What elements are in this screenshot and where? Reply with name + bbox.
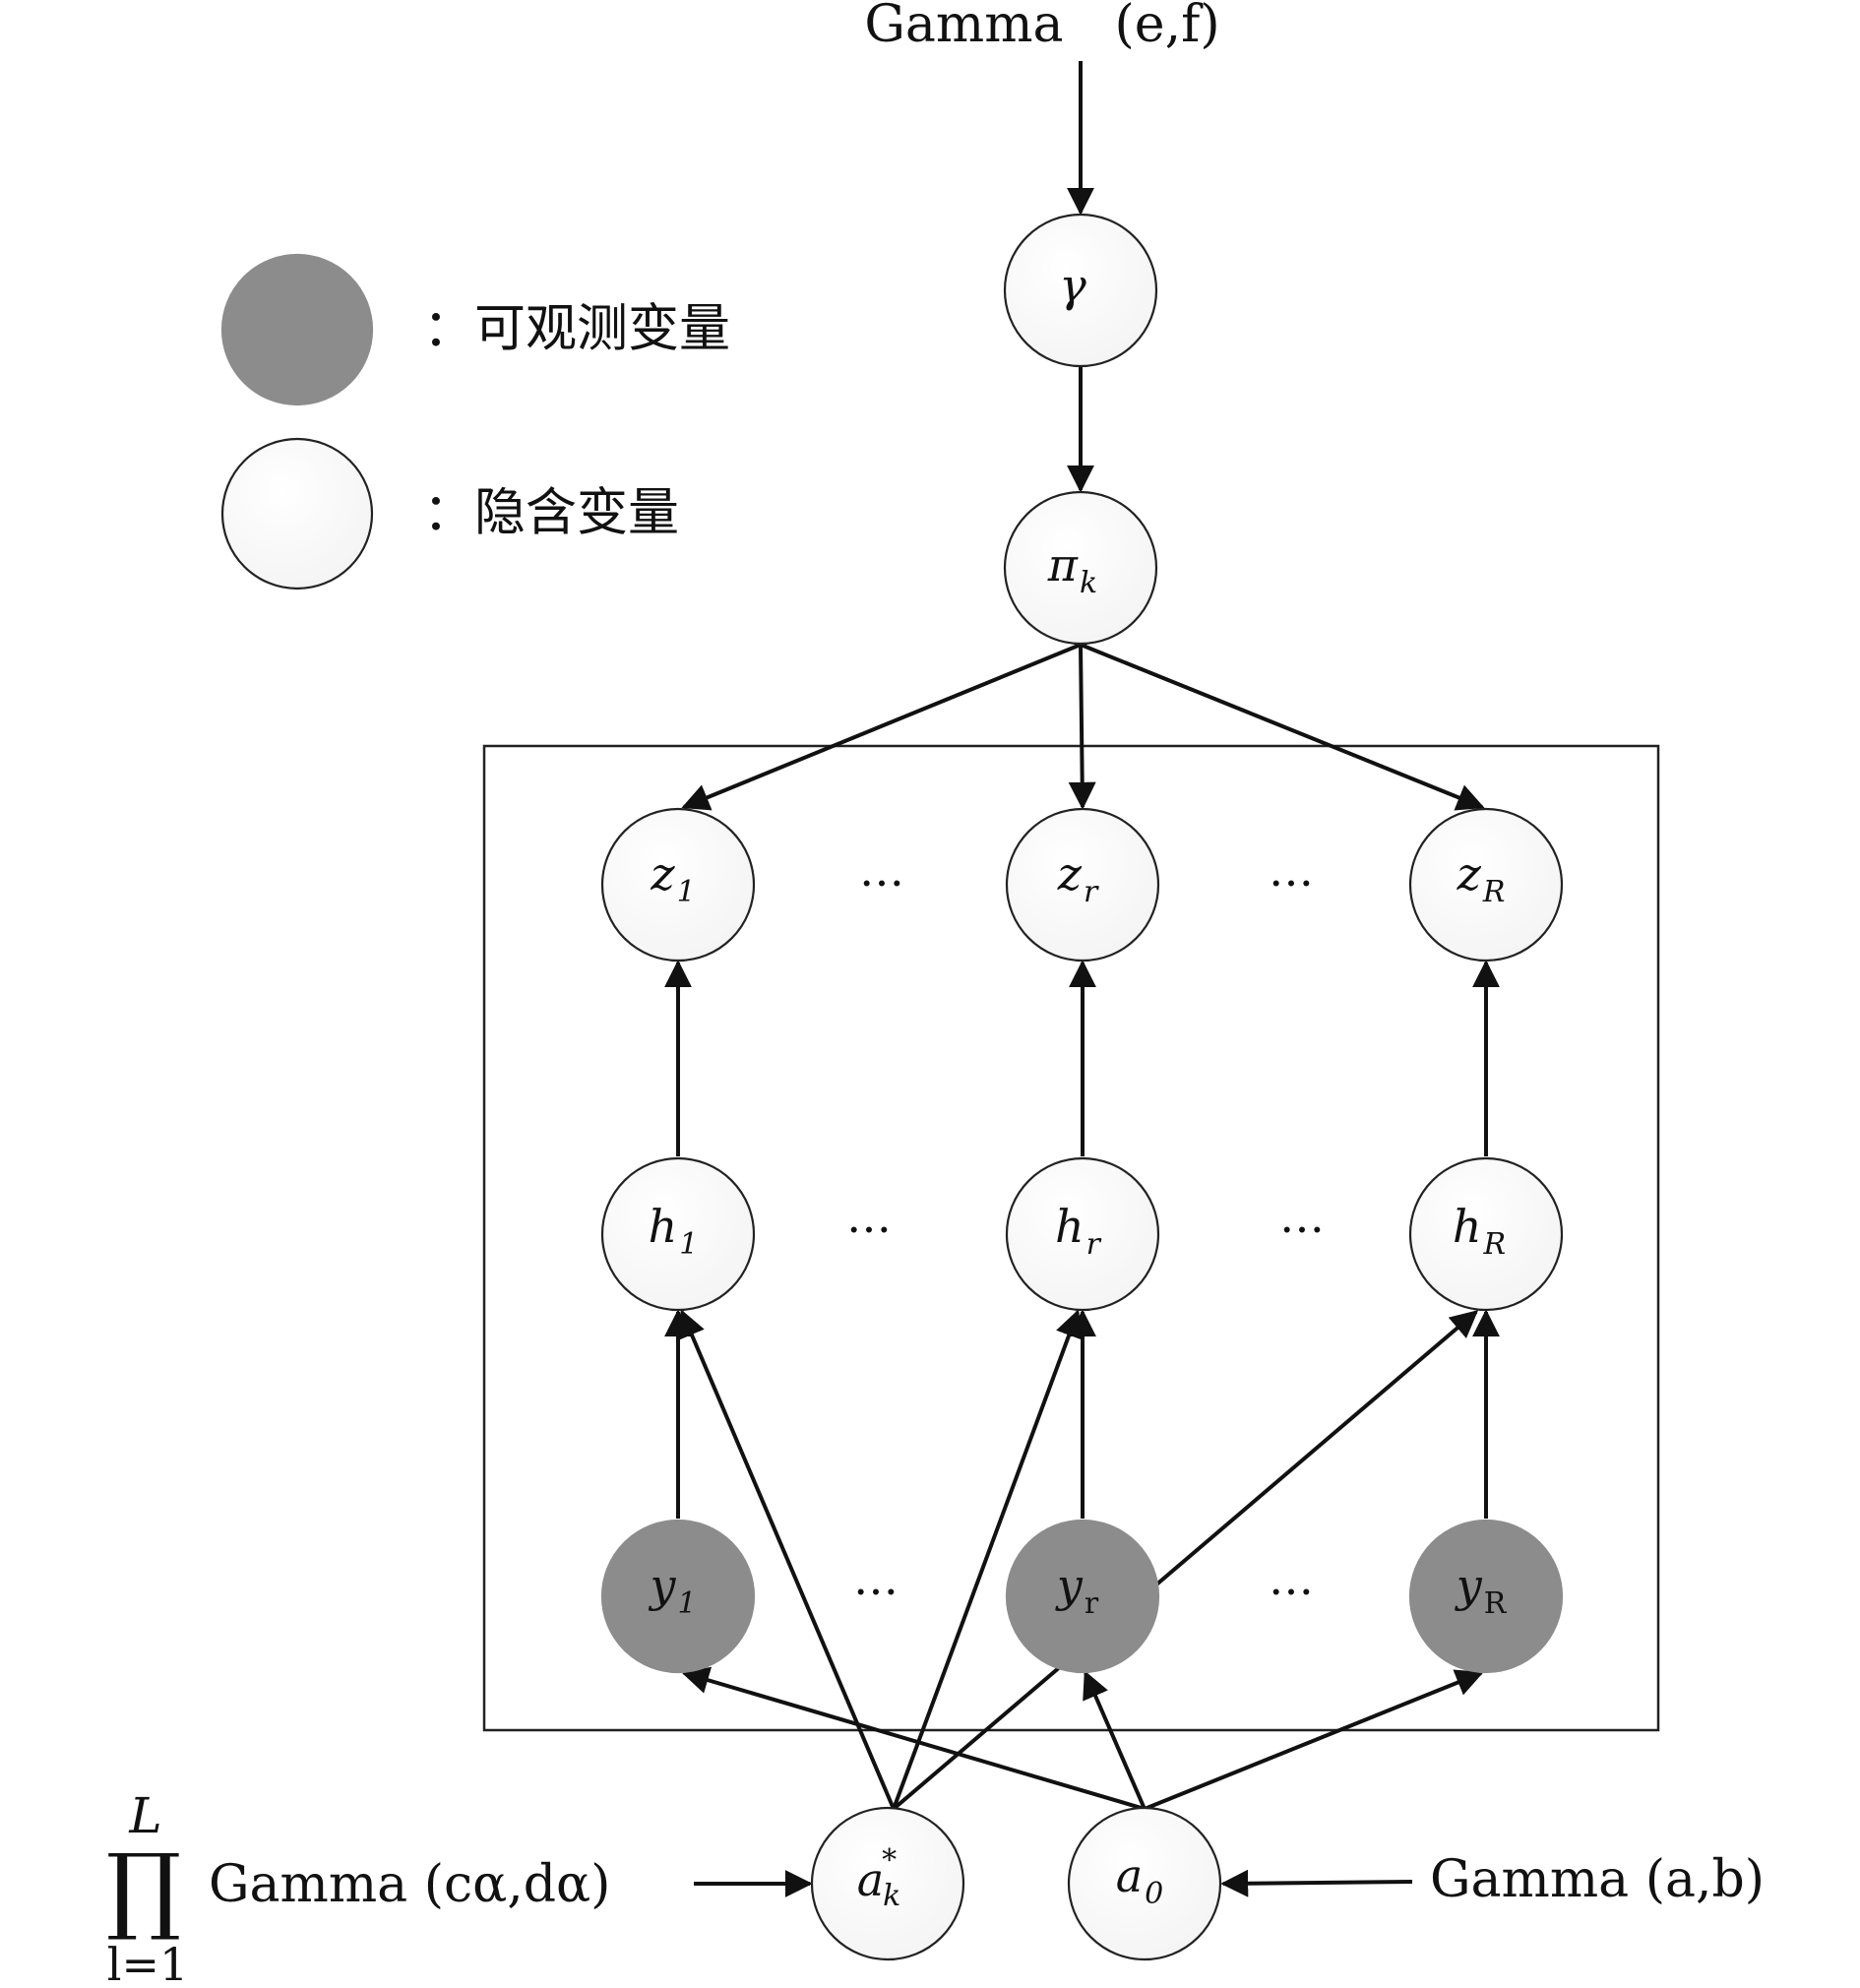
- svg-text:yr: yr: [1055, 1559, 1099, 1621]
- ellipsis-z-right: …: [1269, 843, 1318, 897]
- node-y-r-label: y: [1055, 1559, 1084, 1612]
- svg-text:zR: zR: [1457, 847, 1506, 909]
- node-z-R-label: z: [1457, 847, 1482, 901]
- edges: [664, 61, 1500, 1897]
- node-y-r: yr: [1005, 1519, 1160, 1674]
- edge-right-prior-to-a0: [1220, 1869, 1413, 1897]
- svg-text:yR: yR: [1455, 1559, 1508, 1621]
- svg-text:z1: z1: [650, 847, 695, 909]
- node-pi-k-subscript: k: [1080, 566, 1097, 600]
- plate-box: [482, 744, 1660, 1732]
- svg-text:πk: πk: [1047, 538, 1097, 600]
- svg-text:γ: γ: [1059, 259, 1086, 312]
- svg-text:a0: a0: [1116, 1849, 1164, 1911]
- svg-text:y1: y1: [648, 1559, 696, 1621]
- node-a-0-label: a: [1116, 1849, 1143, 1902]
- node-y-R-label: y: [1455, 1559, 1483, 1612]
- edge-a0-to-yr: [1083, 1670, 1147, 1810]
- svg-text:h1: h1: [649, 1200, 699, 1262]
- ellipses: … … … … … …: [846, 843, 1329, 1605]
- product-symbol: ∏: [106, 1833, 181, 1944]
- node-y-R-subscript: R: [1484, 1586, 1508, 1621]
- node-z-r: zr: [1005, 807, 1160, 963]
- edge-ak-to-hR: [892, 1310, 1479, 1811]
- product-lower-limit: l=1: [107, 1938, 189, 1988]
- edge-ak-to-hr: [892, 1309, 1083, 1810]
- ellipsis-y-left: …: [853, 1552, 902, 1605]
- edge-pi-to-zr: [1068, 644, 1096, 810]
- node-a-0-subscript: 0: [1145, 1877, 1163, 1911]
- svg-text:hR: hR: [1453, 1200, 1506, 1262]
- legend-observed-swatch: [220, 253, 374, 406]
- node-y-r-subscript: r: [1085, 1586, 1099, 1621]
- legend-observed-label: ：可观测变量: [423, 301, 730, 358]
- legend-latent-label: ：隐含变量: [423, 485, 679, 542]
- ellipsis-h-right: …: [1279, 1190, 1329, 1243]
- node-h-R-subscript: R: [1483, 1227, 1507, 1262]
- node-h-R: hR: [1408, 1156, 1564, 1312]
- node-a-k-star: a*k: [810, 1806, 965, 1961]
- node-a-0: a0: [1067, 1806, 1222, 1961]
- node-pi-k-label: π: [1047, 538, 1079, 591]
- node-z-r-subscript: r: [1084, 875, 1099, 909]
- product-upper-limit: L: [128, 1787, 161, 1844]
- node-a-k-star-label: a: [857, 1853, 884, 1906]
- legend: ：可观测变量 ：隐含变量: [220, 253, 730, 590]
- ellipsis-z-left: …: [859, 843, 908, 897]
- node-h-r: hr: [1005, 1156, 1160, 1312]
- edge-pi-to-z1: [681, 643, 1082, 811]
- node-z-1: z1: [600, 807, 756, 963]
- legend-latent-swatch: [220, 437, 374, 590]
- node-y-R: yR: [1408, 1519, 1564, 1674]
- node-z-1-label: z: [650, 847, 675, 901]
- nodes: γ πk z1 zr zR h1 hr hR: [600, 213, 1564, 1961]
- priors: Gamma (e,f) L ∏ l=1 Gamma (cα,dα) Gamma …: [106, 0, 1765, 1988]
- node-z-R: zR: [1408, 807, 1564, 963]
- node-gamma: γ: [1003, 213, 1158, 368]
- ellipsis-h-left: …: [846, 1190, 896, 1243]
- node-a-k-star-superscript: *: [882, 1843, 897, 1878]
- node-y-1-subscript: 1: [677, 1586, 696, 1621]
- node-gamma-label: γ: [1059, 259, 1086, 312]
- node-h-R-label: h: [1453, 1200, 1482, 1253]
- node-y-1: y1: [600, 1519, 756, 1674]
- node-h-1-label: h: [649, 1200, 678, 1253]
- node-a-k-star-subscript: k: [883, 1879, 900, 1913]
- edge-a0-to-yR: [1144, 1669, 1484, 1811]
- node-z-R-subscript: R: [1482, 875, 1506, 909]
- node-h-r-subscript: r: [1086, 1227, 1102, 1262]
- prior-left-label: Gamma (cα,dα): [209, 1855, 610, 1914]
- node-h-r-label: h: [1055, 1200, 1085, 1253]
- prior-top-label: Gamma (e,f): [864, 0, 1219, 54]
- edge-a0-to-y1: [681, 1666, 1146, 1811]
- node-pi-k: πk: [1003, 490, 1158, 646]
- ellipsis-y-right: …: [1269, 1552, 1318, 1605]
- svg-text:a*k: a*k: [857, 1843, 901, 1913]
- prior-right-label: Gamma (a,b): [1430, 1850, 1765, 1909]
- svg-text:hr: hr: [1055, 1200, 1102, 1262]
- node-y-1-label: y: [648, 1559, 676, 1612]
- node-z-1-subscript: 1: [677, 875, 696, 909]
- svg-text:zr: zr: [1057, 847, 1099, 909]
- node-h-1: h1: [600, 1156, 756, 1312]
- edge-pi-to-zR: [1080, 643, 1485, 811]
- node-z-r-label: z: [1057, 847, 1083, 901]
- node-h-1-subscript: 1: [679, 1227, 698, 1262]
